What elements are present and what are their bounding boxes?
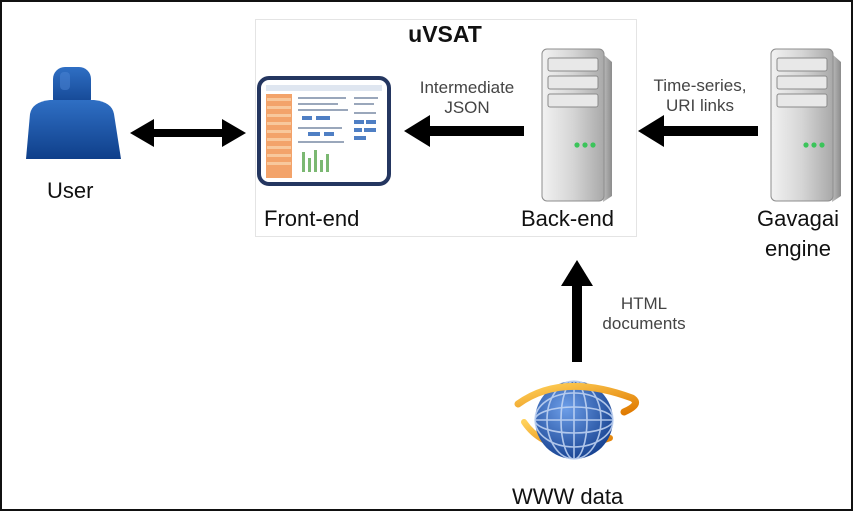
gavagai-label-line1: Gavagai xyxy=(757,206,839,231)
gavagai-label-line2: engine xyxy=(764,236,832,261)
screenshot-icon xyxy=(257,76,391,186)
server-icon xyxy=(770,48,841,202)
back-end-label: Back-end xyxy=(521,206,614,231)
front-end-label: Front-end xyxy=(264,206,360,231)
globe-icon xyxy=(514,380,640,460)
user-frontend-double-arrow xyxy=(130,119,246,147)
intermediate-json-label-line2: JSON xyxy=(444,98,490,117)
user-label: User xyxy=(47,178,94,203)
diagram-title: uVSAT xyxy=(408,21,482,47)
html-documents-label-line2: documents xyxy=(602,314,686,333)
www-data-label: WWW data xyxy=(512,484,624,509)
gavagai-to-backend-arrow xyxy=(638,115,758,147)
user-icon xyxy=(26,67,121,159)
intermediate-json-label-line1: Intermediate xyxy=(419,78,515,97)
timeseries-label-line2: URI links xyxy=(665,96,734,115)
backend-to-frontend-arrow xyxy=(404,115,524,147)
www-to-backend-arrow xyxy=(561,260,593,362)
html-documents-label-line1: HTML xyxy=(620,294,668,313)
timeseries-label-line1: Time-series, xyxy=(653,76,747,95)
server-icon xyxy=(541,48,612,202)
